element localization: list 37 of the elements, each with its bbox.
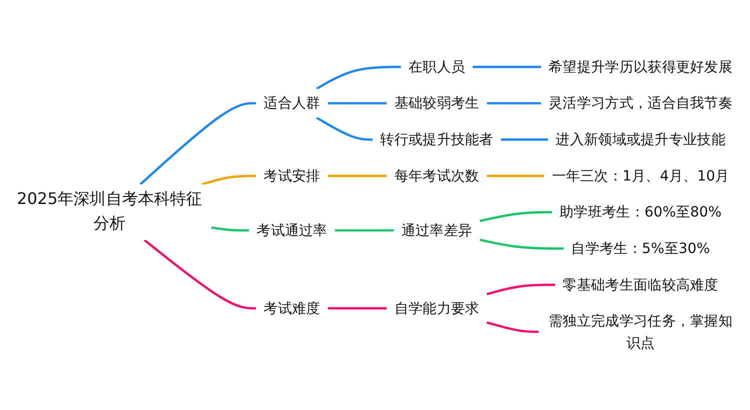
connector [334,230,394,232]
node-text: 考试安排 [264,167,320,184]
node-text: 在职人员 [408,58,466,76]
node-text: 一年三次：1月、4月、10月 [552,167,730,184]
connector [486,322,539,334]
connector [486,284,556,296]
connector [486,175,544,178]
node-text: 进入新领域或提升专业技能 [556,131,726,148]
node-text: 需独立完成学习任务，掌握知识点 [548,312,733,351]
connector [316,116,373,142]
connector [472,66,542,68]
connector [500,138,548,142]
connector [202,175,256,186]
node-text: 基础较弱考生 [394,94,480,112]
connector [144,239,256,310]
connector [316,66,401,90]
connector [486,102,542,105]
node-text: 助学班考生：60%至80% [560,204,722,221]
node-text: 灵活学习方式，适合自我节奏 [548,94,733,112]
node-text: 零基础考生面临较高难度 [562,276,718,294]
connector [140,102,256,186]
node-text: 转行或提升技能者 [380,131,494,148]
connector [328,102,387,105]
node-text: 希望提升学历以获得更好发展 [548,58,733,76]
connector [479,238,564,250]
node-text: 适合人群 [264,94,320,112]
node-text: 考试通过率 [256,222,328,239]
node-text: 通过率差异 [401,222,472,239]
node-text: 自学考生：5%至30% [571,240,710,258]
connector [211,226,250,232]
connector [328,175,387,178]
node-text: 2025年深圳自考本科特征分析 [16,190,202,234]
node-text: 自学能力要求 [394,300,480,317]
node-text: 每年考试次数 [394,167,480,184]
connector [479,211,552,222]
node-text: 考试难度 [264,300,320,317]
connector [328,307,387,310]
